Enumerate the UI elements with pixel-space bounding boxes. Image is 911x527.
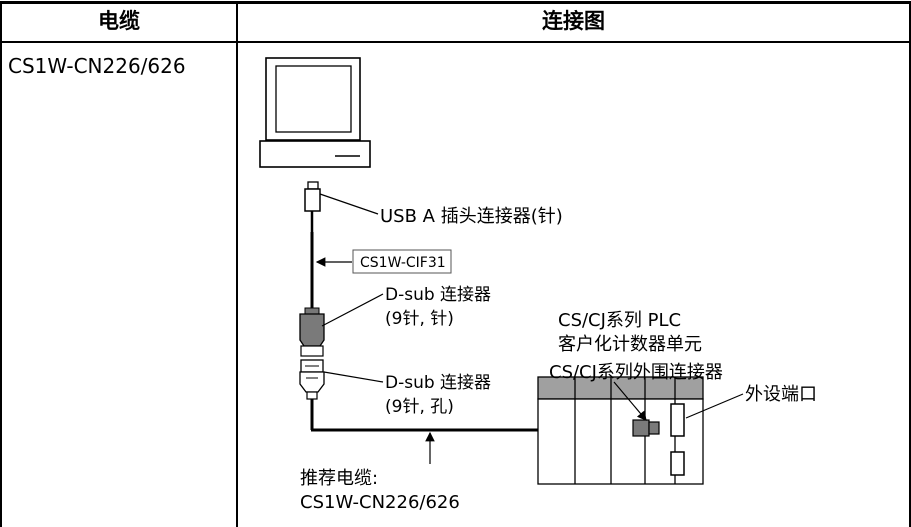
peripheral-port-label: 外设端口 [745, 384, 817, 405]
dsub-female-label-line2: (9针, 孔) [385, 397, 454, 417]
peripheral-connector-label: CS/CJ系列外围连接器 [549, 362, 723, 383]
peripheral-connector-arrow [613, 381, 647, 421]
recommended-cable-label-line1: 推荐电缆: [300, 468, 378, 489]
header-connection-diagram: 连接图 [542, 9, 605, 33]
cable-model: CS1W-CN226/626 [8, 54, 186, 78]
dsub-male-leader-line [321, 293, 384, 327]
plc-label-line1: CS/CJ系列 PLC [558, 310, 681, 331]
peripheral-connector-icon [632, 419, 660, 437]
plc-label-line2: 客户化计数器单元 [558, 334, 702, 355]
header-cable: 电缆 [98, 9, 140, 33]
computer-icon [259, 57, 371, 168]
usb-leader-line [319, 193, 379, 215]
converter-label-box [352, 249, 452, 274]
usb-connector-label: USB A 插头连接器(针) [380, 206, 563, 227]
plc-rack-icon [537, 376, 704, 485]
table-right-border [909, 1, 911, 527]
column-separator [236, 1, 238, 527]
dsub-male-connector-icon [299, 307, 325, 357]
dsub-male-label-line1: D-sub 连接器 [385, 285, 491, 305]
dsub-female-leader-line [323, 371, 384, 383]
usb-plug-icon [304, 181, 321, 232]
converter-label: CS1W-CIF31 [360, 255, 446, 271]
peripheral-port-leader-line [685, 393, 744, 419]
table-left-border [0, 1, 2, 527]
recommended-cable-label-line2: CS1W-CN226/626 [300, 492, 460, 513]
dsub-female-connector-icon [299, 359, 325, 400]
dsub-female-label-line1: D-sub 连接器 [385, 373, 491, 393]
header-separator [0, 41, 911, 43]
table-top-border [0, 1, 911, 4]
dsub-male-label-line2: (9针, 针) [385, 309, 454, 329]
